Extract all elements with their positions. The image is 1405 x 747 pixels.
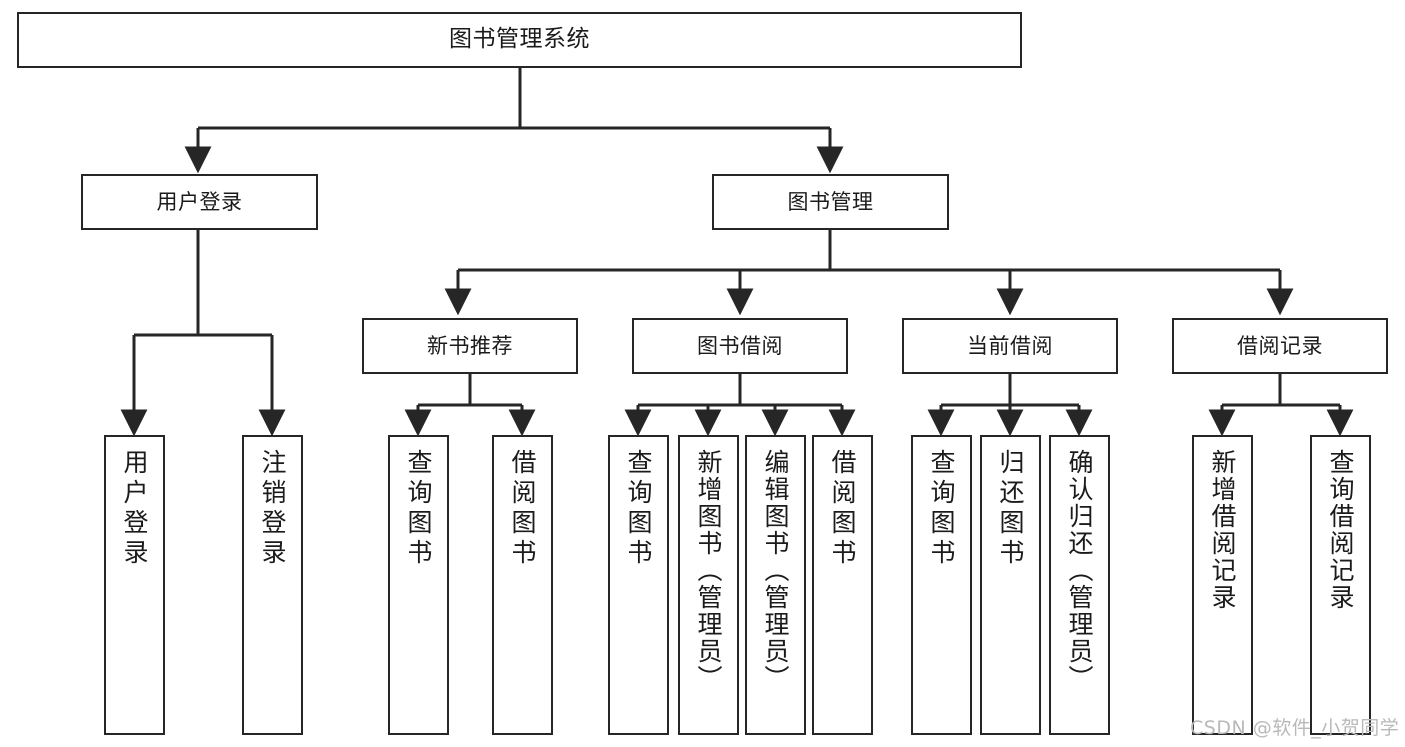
node-book-manage[interactable]: 图书管理 <box>712 174 949 230</box>
node-root[interactable]: 图书管理系统 <box>17 12 1022 68</box>
node-leaf-user-login[interactable]: 用户登录 <box>104 435 165 735</box>
node-leaf-borrow-book-2[interactable]: 借阅图书 <box>812 435 873 735</box>
node-leaf-user-login-label: 用户登录 <box>120 449 149 569</box>
node-current-borrow[interactable]: 当前借阅 <box>902 318 1118 374</box>
node-borrow-record[interactable]: 借阅记录 <box>1172 318 1388 374</box>
node-new-book-rec-label: 新书推荐 <box>427 333 513 358</box>
node-leaf-query-book-2-label: 查询图书 <box>624 449 653 569</box>
node-leaf-query-record-label: 查询借阅记录 <box>1326 449 1355 611</box>
node-leaf-borrow-book-1-label: 借阅图书 <box>508 449 537 569</box>
node-leaf-user-logout-label: 注销登录 <box>258 449 287 569</box>
node-leaf-query-book-3[interactable]: 查询图书 <box>911 435 972 735</box>
node-leaf-user-logout[interactable]: 注销登录 <box>242 435 303 735</box>
node-leaf-borrow-book-2-label: 借阅图书 <box>828 449 857 569</box>
node-leaf-return-book-label: 归还图书 <box>996 449 1025 569</box>
node-leaf-add-record-label: 新增借阅记录 <box>1208 449 1237 611</box>
node-book-borrow[interactable]: 图书借阅 <box>632 318 848 374</box>
node-new-book-rec[interactable]: 新书推荐 <box>362 318 578 374</box>
node-root-label: 图书管理系统 <box>449 26 590 53</box>
node-leaf-edit-book-label: 编辑图书（管理员） <box>761 449 790 692</box>
node-leaf-query-record[interactable]: 查询借阅记录 <box>1310 435 1371 735</box>
node-leaf-query-book-3-label: 查询图书 <box>927 449 956 569</box>
node-leaf-confirm-return-label: 确认归还（管理员） <box>1065 449 1094 692</box>
node-user-login[interactable]: 用户登录 <box>81 174 318 230</box>
node-leaf-add-book[interactable]: 新增图书（管理员） <box>678 435 739 735</box>
node-leaf-edit-book[interactable]: 编辑图书（管理员） <box>745 435 806 735</box>
csdn-watermark: CSDN @软件_小贺同学 <box>1190 717 1400 739</box>
node-leaf-borrow-book-1[interactable]: 借阅图书 <box>492 435 553 735</box>
node-leaf-query-book-1[interactable]: 查询图书 <box>388 435 449 735</box>
node-leaf-query-book-2[interactable]: 查询图书 <box>608 435 669 735</box>
node-leaf-confirm-return[interactable]: 确认归还（管理员） <box>1049 435 1110 735</box>
node-leaf-add-book-label: 新增图书（管理员） <box>694 449 723 692</box>
node-leaf-return-book[interactable]: 归还图书 <box>980 435 1041 735</box>
node-borrow-record-label: 借阅记录 <box>1237 333 1323 358</box>
node-book-manage-label: 图书管理 <box>787 189 874 214</box>
node-leaf-add-record[interactable]: 新增借阅记录 <box>1192 435 1253 735</box>
node-user-login-label: 用户登录 <box>156 189 243 214</box>
node-current-borrow-label: 当前借阅 <box>967 333 1053 358</box>
node-book-borrow-label: 图书借阅 <box>697 333 783 358</box>
node-leaf-query-book-1-label: 查询图书 <box>404 449 433 569</box>
